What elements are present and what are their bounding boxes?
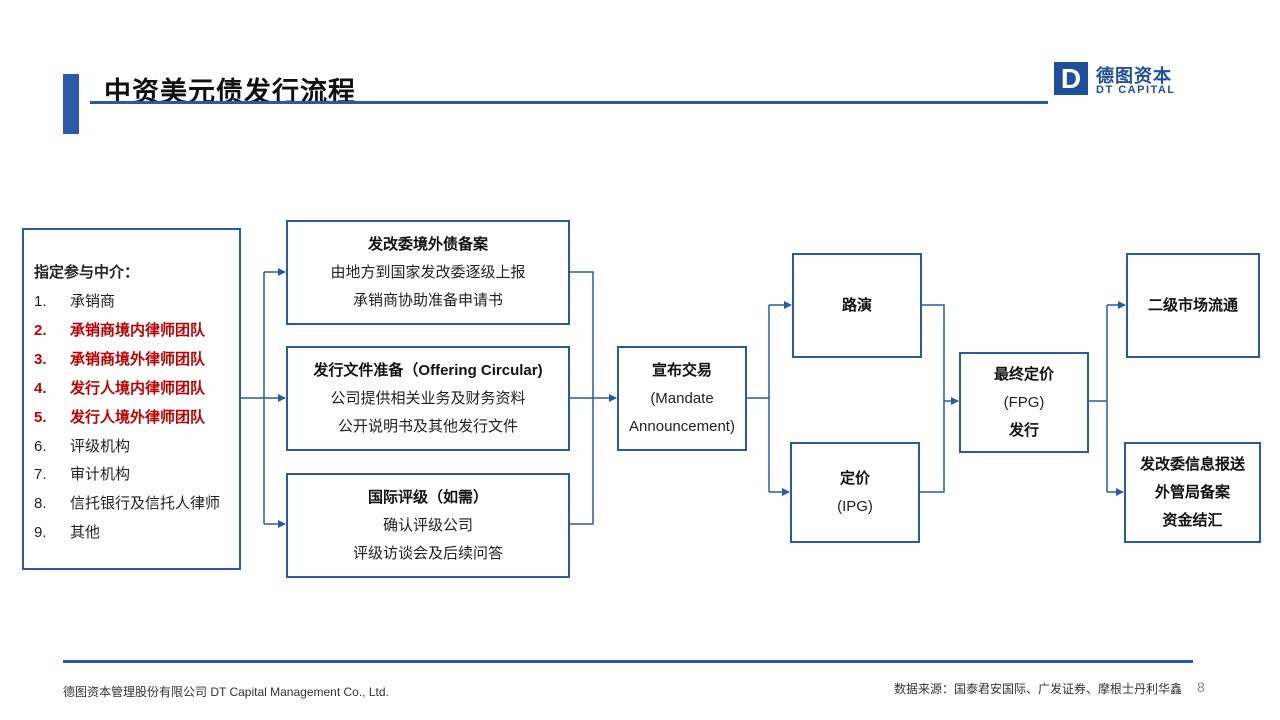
announce-line2: Announcement) [629,417,735,435]
post-issue-box: 发改委信息报送 外管局备案 资金结汇 [1124,442,1261,543]
list-item: 6.评级机构 [34,437,131,455]
final-pricing-box: 最终定价 (FPG) 发行 [959,352,1089,453]
list-item: 3.承销商境外律师团队 [34,350,206,368]
ndrc-filing-line2: 承销商协助准备申请书 [352,291,503,309]
offering-doc-box: 发行文件准备（Offering Circular) 公司提供相关业务及财务资料 … [286,346,570,451]
final-pricing-line1: (FPG) [1003,393,1045,411]
intermediaries-list: 1.承销商 2.承销商境内律师团队 3.承销商境外律师团队 4.发行人境内律师团… [34,288,220,548]
page-number: 8 [1197,679,1205,695]
offering-doc-title: 发行文件准备（Offering Circular) [313,361,543,379]
list-item: 5.发行人境外律师团队 [34,408,206,426]
offering-doc-line2: 公开说明书及其他发行文件 [337,417,518,435]
rating-line1: 确认评级公司 [382,516,473,534]
footer-divider [63,660,1193,663]
list-item: 8.信托银行及信托人律师 [34,495,221,513]
secondary-market-box: 二级市场流通 [1126,253,1260,358]
intermediaries-box: 指定参与中介： 1.承销商 2.承销商境内律师团队 3.承销商境外律师团队 4.… [22,228,241,570]
post-issue-line1: 发改委信息报送 [1139,455,1245,473]
rating-title: 国际评级（如需） [367,488,488,506]
list-item: 9.其他 [34,524,101,542]
ndrc-filing-box: 发改委境外债备案 由地方到国家发改委逐级上报 承销商协助准备申请书 [286,220,570,325]
pricing-line1: (IPG) [837,497,873,515]
footer-source: 数据来源：国泰君安国际、广发证券、摩根士丹利华鑫 [893,682,1182,696]
announce-title: 宣布交易 [651,361,712,379]
secondary-market-title: 二级市场流通 [1147,296,1238,314]
dt-logo-icon [1054,62,1088,95]
post-issue-line2: 外管局备案 [1154,483,1230,501]
announce-line1: (Mandate [650,389,714,407]
logo-chinese-name: 德图资本 [1096,66,1172,86]
final-pricing-line2: 发行 [1008,421,1039,439]
pricing-title: 定价 [839,469,870,487]
footer-company: 德图资本管理股份有限公司 DT Capital Management Co., … [63,685,389,699]
rating-box: 国际评级（如需） 确认评级公司 评级访谈会及后续问答 [286,473,570,578]
list-item: 7.审计机构 [34,466,131,484]
post-issue-line3: 资金结汇 [1162,511,1223,529]
offering-doc-line1: 公司提供相关业务及财务资料 [330,389,526,407]
ndrc-filing-title: 发改委境外债备案 [367,235,488,253]
pricing-box: 定价 (IPG) [790,442,920,543]
title-underline [90,101,1048,104]
roadshow-title: 路演 [841,296,872,314]
intermediaries-title: 指定参与中介： [34,264,140,281]
logo-english-name: DT CAPITAL [1096,84,1176,96]
roadshow-box: 路演 [792,253,922,358]
announce-box: 宣布交易 (Mandate Announcement) [617,346,747,451]
final-pricing-title: 最终定价 [993,365,1054,383]
rating-line2: 评级访谈会及后续问答 [352,544,503,562]
title-accent-bar [63,74,79,134]
ndrc-filing-line1: 由地方到国家发改委逐级上报 [330,263,526,281]
list-item: 1.承销商 [34,293,116,310]
list-item: 2.承销商境内律师团队 [34,321,206,339]
connector-roadshow-pricing-merge [920,304,945,493]
list-item: 4.发行人境内律师团队 [34,379,206,397]
